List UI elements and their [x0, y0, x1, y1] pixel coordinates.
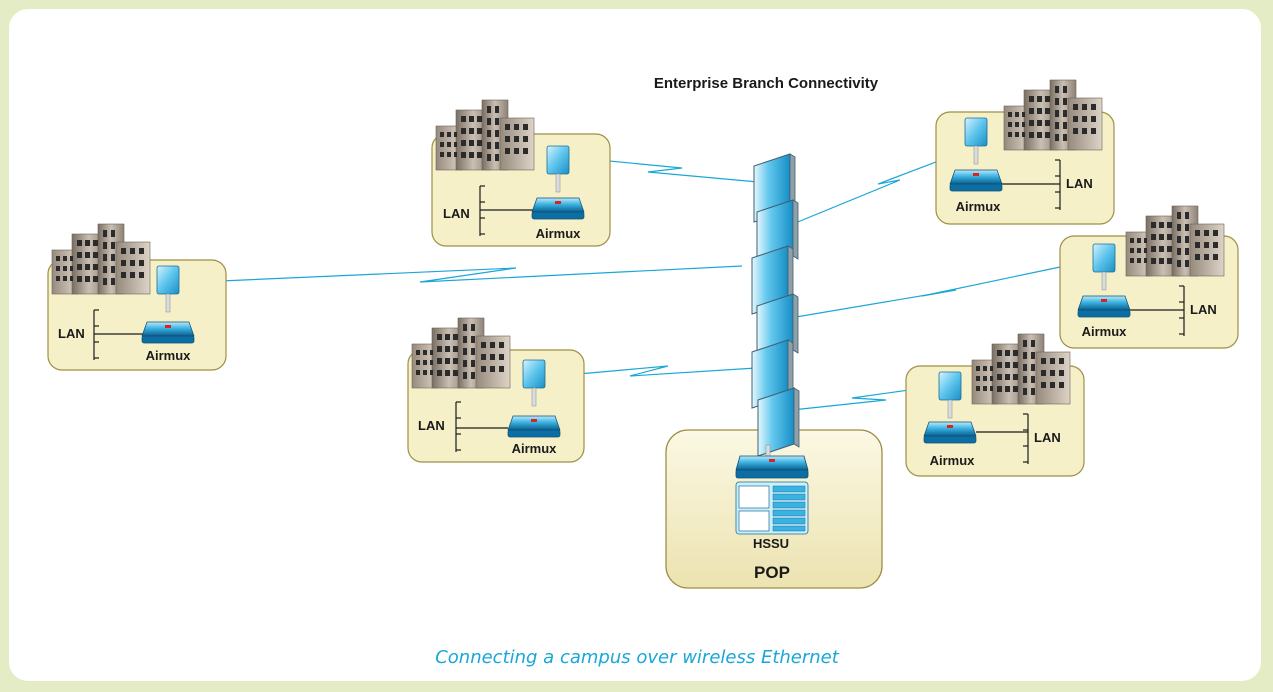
- tower: [751, 153, 800, 458]
- diagram-caption: Connecting a campus over wireless Ethern…: [435, 647, 840, 668]
- link-site-2: [197, 265, 743, 283]
- airmux-icon: [949, 169, 1003, 192]
- airmux-label: Airmux: [146, 348, 192, 363]
- wireless-links: [197, 145, 1085, 411]
- lan-label: LAN: [58, 326, 85, 341]
- lan-label: LAN: [443, 206, 470, 221]
- airmux-label: Airmux: [512, 441, 558, 456]
- building-icon: [1003, 79, 1103, 151]
- building-icon: [411, 317, 511, 389]
- building-icon: [51, 223, 151, 295]
- site-3: LAN Airmux: [407, 317, 585, 463]
- airmux-icon: [1077, 295, 1131, 318]
- airmux-icon: [507, 415, 561, 438]
- site-1: LAN Airmux: [431, 99, 611, 247]
- link-site-1: [577, 157, 759, 183]
- link-site-6: [791, 383, 953, 411]
- lan-bus-icon: [93, 309, 144, 360]
- lan-bus-icon: [1130, 285, 1185, 336]
- lan-bus-icon: [455, 401, 508, 452]
- lan-label: LAN: [1190, 302, 1217, 317]
- pop-label: POP: [754, 563, 790, 582]
- airmux-label: Airmux: [930, 453, 976, 468]
- lan-label: LAN: [1034, 430, 1061, 445]
- site-2: LAN Airmux: [47, 223, 227, 371]
- site-6: LAN Airmux: [905, 333, 1085, 477]
- lan-bus-icon: [479, 185, 534, 236]
- site-5: LAN Airmux: [1059, 205, 1239, 349]
- link-site-4: [787, 145, 979, 227]
- airmux-icon: [141, 321, 195, 344]
- airmux-label: Airmux: [956, 199, 1002, 214]
- diagram-title: Enterprise Branch Connectivity: [654, 75, 879, 92]
- lan-label: LAN: [1066, 176, 1093, 191]
- lan-bus-icon: [976, 413, 1029, 464]
- link-site-5: [789, 261, 1085, 319]
- hssu-icon: [735, 455, 809, 535]
- airmux-label: Airmux: [536, 226, 582, 241]
- building-icon: [1125, 205, 1225, 277]
- lan-bus-icon: [1002, 159, 1061, 210]
- airmux-icon: [531, 197, 585, 220]
- building-icon: [971, 333, 1071, 405]
- hssu-label: HSSU: [753, 536, 789, 551]
- lan-label: LAN: [418, 418, 445, 433]
- link-site-3: [555, 365, 757, 377]
- building-icon: [435, 99, 535, 171]
- airmux-label: Airmux: [1082, 324, 1128, 339]
- site-4: LAN Airmux: [935, 79, 1115, 225]
- airmux-icon: [923, 421, 977, 444]
